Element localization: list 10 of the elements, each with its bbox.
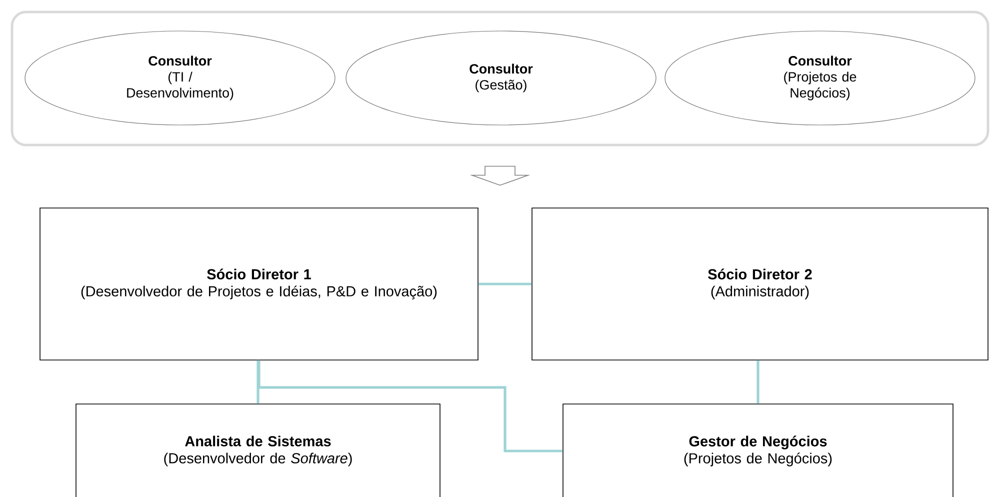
rounded-panel	[10, 10, 990, 146]
role-box: Gestor de Negócios (Projetos de Negócios)	[562, 404, 954, 497]
role-box: Sócio Diretor 2 (Administrador)	[532, 208, 988, 360]
role-box: Sócio Diretor 1 (Desenvolvedor de Projetos e Idéias, P&D e Inovação)	[40, 208, 478, 360]
connector-line	[478, 282, 532, 286]
hollow-arrow	[470, 166, 530, 186]
role-box: Analista de Sistemas (Desenvolvedor de Software)	[76, 404, 440, 497]
connector-line	[756, 360, 760, 404]
connector-line	[258, 360, 563, 452]
connector-line	[256, 360, 260, 404]
